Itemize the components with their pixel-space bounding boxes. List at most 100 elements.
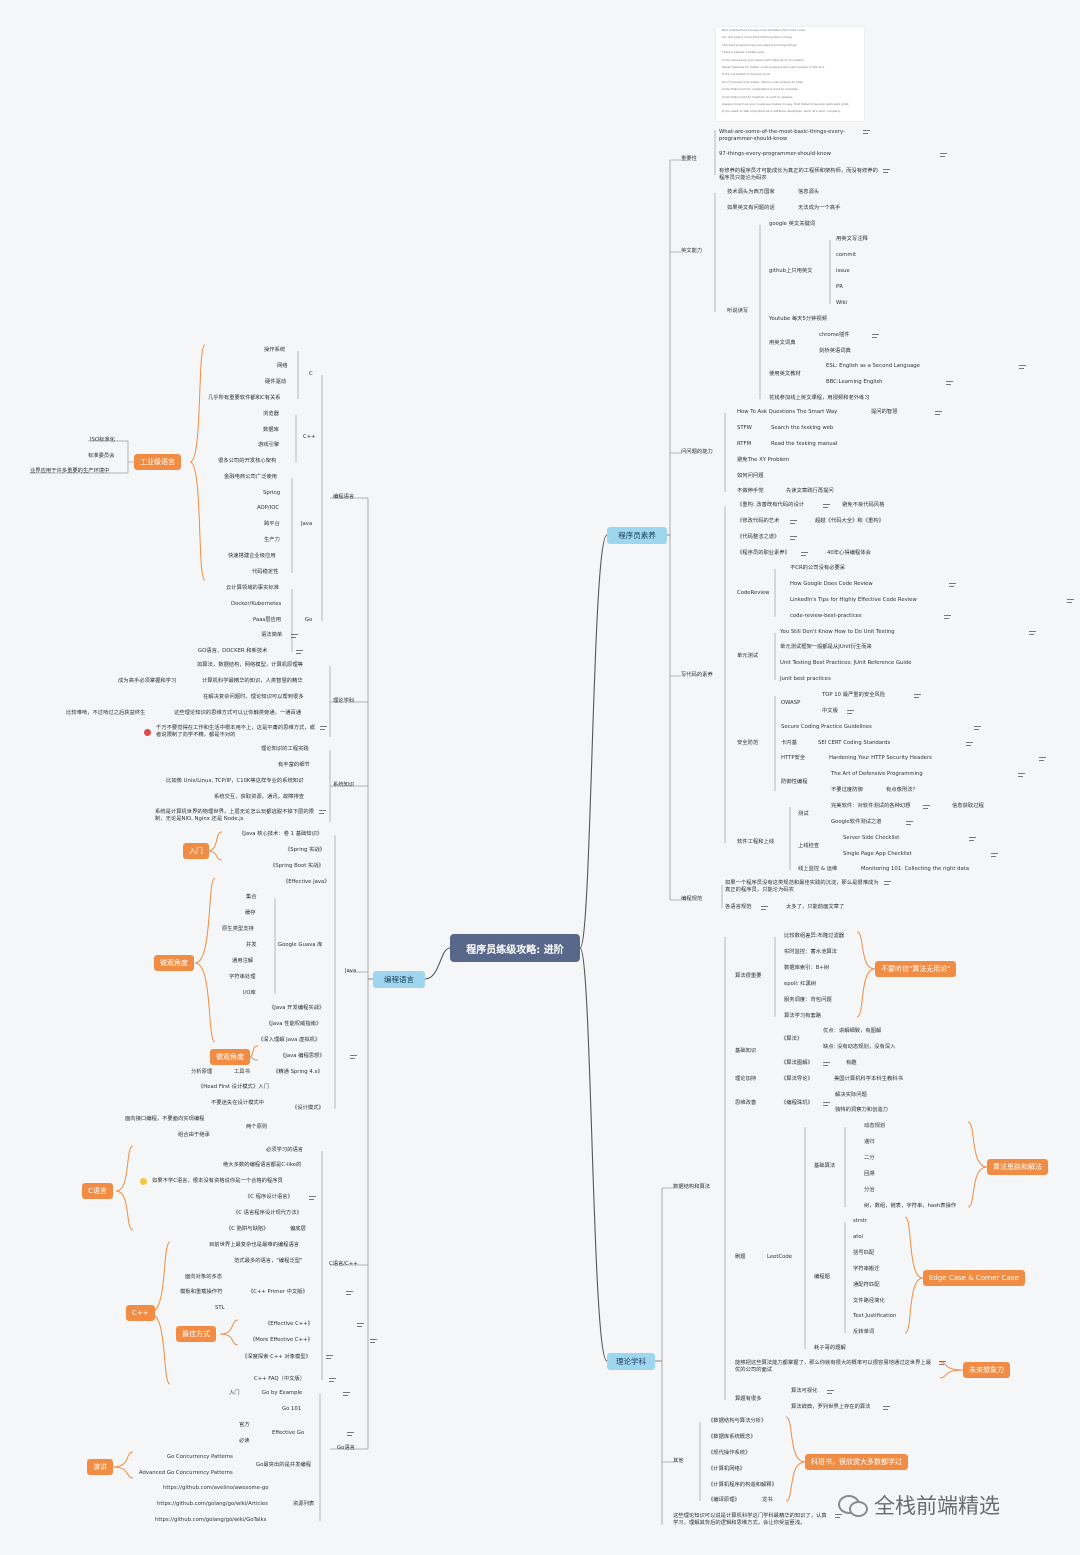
topic-node[interactable]: 编程语言 [333, 494, 355, 500]
topic-node[interactable]: 比较数组差异:布隆过滤器 [784, 933, 845, 939]
topic-node[interactable]: 用英文词典 [769, 340, 796, 346]
topic-node[interactable]: 《算法图解》 [781, 1060, 813, 1066]
topic-node[interactable]: 《深度探索 C++ 对象模型》 [242, 1354, 311, 1360]
topic-node[interactable]: 入门 [229, 1390, 240, 1396]
topic-node[interactable]: 单元测试 [737, 653, 759, 659]
topic-node[interactable]: 《Java 核心技术：卷 1 基础知识》 [239, 831, 323, 837]
note-icon[interactable] [846, 710, 854, 714]
topic-node[interactable]: C语言/C++ [329, 1261, 358, 1267]
topic-node[interactable]: github上只用英文 [769, 268, 813, 274]
main-topic[interactable]: 编程语言 [373, 971, 425, 988]
topic-node[interactable]: STFW [737, 425, 752, 431]
topic-node[interactable]: 信息源头 [798, 189, 820, 195]
topic-node[interactable]: 实时监控：蓄水池算法 [784, 949, 837, 955]
topic-node[interactable]: 两个原则 [246, 1124, 268, 1130]
topic-node[interactable]: Google Guava 库 [278, 942, 323, 948]
topic-node[interactable]: 《设计模式》 [292, 1105, 324, 1111]
topic-node[interactable]: 避免The XY Problem [737, 457, 790, 463]
topic-node[interactable]: Wiki [836, 300, 848, 306]
topic-node[interactable]: Search the fxxking web [771, 425, 834, 431]
summary-tag[interactable]: 演讲 [87, 1459, 113, 1475]
topic-node[interactable]: 独特的洞察力和创造力 [835, 1107, 888, 1113]
topic-node[interactable]: PR [836, 284, 843, 290]
topic-node[interactable]: 模板和重载操作符 [180, 1289, 223, 1295]
note-icon[interactable] [871, 334, 879, 338]
topic-node[interactable]: 写代码的素养 [681, 672, 713, 678]
topic-node[interactable]: 安全防范 [737, 740, 759, 746]
topic-node[interactable]: 范式最多的语言，"编程泛型" [234, 1258, 303, 1264]
summary-tag[interactable]: 算法思路和解法 [987, 1159, 1048, 1175]
topic-node[interactable]: 业界应用于许多重要的生产环境中 [30, 468, 110, 474]
topic-node[interactable]: epoll: 红黑树 [784, 981, 817, 987]
note-icon[interactable] [291, 634, 299, 638]
topic-node[interactable]: 《数据结构与算法分析》 [708, 1418, 767, 1424]
topic-node[interactable]: 《Spring Boot 实战》 [270, 863, 324, 869]
topic-node[interactable]: 二分 [864, 1155, 875, 1161]
topic-node[interactable]: 理论知识的工程实践 [261, 746, 309, 752]
note-icon[interactable] [349, 1055, 357, 1059]
topic-node[interactable]: 如果英文有问题的话 [727, 205, 775, 211]
summary-tag[interactable]: 最佳方式 [176, 1326, 216, 1342]
note-icon[interactable] [342, 1392, 350, 1396]
summary-tag[interactable]: 微观角度 [154, 955, 194, 971]
topic-node[interactable]: 问问题的能力 [681, 449, 713, 455]
topic-node[interactable]: I/O库 [243, 990, 256, 996]
topic-node[interactable]: 理论加持 [735, 1076, 757, 1082]
topic-node[interactable]: 如算法，数据结构，网络模型，计算机原理等 [197, 662, 303, 668]
note-icon[interactable] [789, 536, 797, 540]
note-icon[interactable] [309, 1196, 316, 1200]
topic-node[interactable]: 面向对象的多态 [185, 1274, 223, 1280]
topic-node[interactable]: 组合由于继承 [178, 1132, 210, 1138]
note-icon[interactable] [973, 726, 981, 730]
note-icon[interactable] [943, 615, 951, 619]
topic-node[interactable]: 操作系统 [264, 347, 286, 353]
topic-node[interactable]: Unit Testing Best Practices: JUnit Refer… [780, 660, 912, 666]
topic-node[interactable]: 解决实际问题 [835, 1092, 867, 1098]
topic-node[interactable]: Read the fxxking manual [771, 441, 838, 447]
topic-node[interactable]: 基础算法 [814, 1163, 836, 1169]
topic-node[interactable]: 算法学习有套路 [784, 1013, 822, 1019]
topic-node[interactable]: Go语言 [337, 1445, 355, 1451]
topic-node[interactable]: 有点像刑法？ [886, 787, 918, 793]
note-icon[interactable] [326, 1355, 333, 1359]
topic-node[interactable]: 算法辞典，罗列世界上存在的算法 [791, 1404, 871, 1410]
topic-node[interactable]: 必读 [239, 1438, 250, 1444]
topic-node[interactable]: 《代码整洁之道》 [737, 534, 780, 540]
topic-node[interactable]: 其他 [673, 1458, 684, 1464]
note-icon[interactable] [935, 411, 943, 415]
topic-node[interactable]: 跨平台 [264, 521, 280, 527]
topic-node[interactable]: 这些理论知识的思维方式可以让你触类旁通，一通百通 [174, 710, 302, 716]
topic-node[interactable]: 官方 [239, 1422, 250, 1428]
topic-node[interactable]: 如果一个程序员没有这类规范和最佳实践的沉淀，那么是很难成为真正的程序员，只能沦为… [725, 880, 879, 893]
topic-node[interactable]: 递归 [864, 1139, 875, 1145]
topic-node[interactable]: Server Side Checklist [843, 835, 900, 841]
topic-node[interactable]: 不要过度防御 [831, 787, 863, 793]
topic-node[interactable]: 不做伸手党 [737, 488, 764, 494]
note-icon[interactable] [884, 881, 891, 885]
topic-node[interactable]: 《Head First 设计模式》入门 [198, 1084, 269, 1090]
topic-node[interactable]: 《More Effective C++》 [250, 1337, 313, 1343]
topic-node[interactable]: C [309, 371, 313, 377]
topic-node[interactable]: BBC:Learning English [826, 379, 883, 385]
topic-node[interactable]: 不要迷失在设计模式中 [211, 1100, 264, 1106]
note-icon[interactable] [329, 1378, 337, 1382]
note-icon[interactable] [823, 504, 831, 508]
note-icon[interactable] [883, 1406, 890, 1410]
topic-node[interactable]: ISO标准化 [90, 437, 115, 443]
topic-node[interactable]: 括号匹配 [853, 1250, 875, 1256]
topic-node[interactable]: 原生类型支持 [222, 926, 254, 932]
topic-node[interactable]: 服务调度：背包问题 [784, 997, 832, 1003]
note-icon[interactable] [863, 130, 870, 134]
note-icon[interactable] [761, 906, 768, 910]
topic-node[interactable]: 《Effective C++》 [265, 1321, 313, 1327]
note-icon[interactable] [906, 821, 914, 825]
topic-node[interactable]: You Still Don't Know How to Do Unit Test… [780, 629, 895, 635]
topic-node[interactable]: https://github.com/golang/go/wiki/GoTalk… [155, 1517, 267, 1523]
topic-node[interactable]: Advanced Go Concurrency Patterns [139, 1470, 233, 1476]
topic-node[interactable]: 中文版 [822, 708, 838, 714]
note-icon[interactable] [949, 583, 957, 587]
topic-node[interactable]: RTFM [737, 441, 752, 447]
topic-node[interactable]: 刷题 [735, 1254, 746, 1260]
topic-node[interactable]: Go [305, 617, 313, 623]
topic-node[interactable]: Monitoring 101: Collecting the right dat… [861, 866, 970, 872]
